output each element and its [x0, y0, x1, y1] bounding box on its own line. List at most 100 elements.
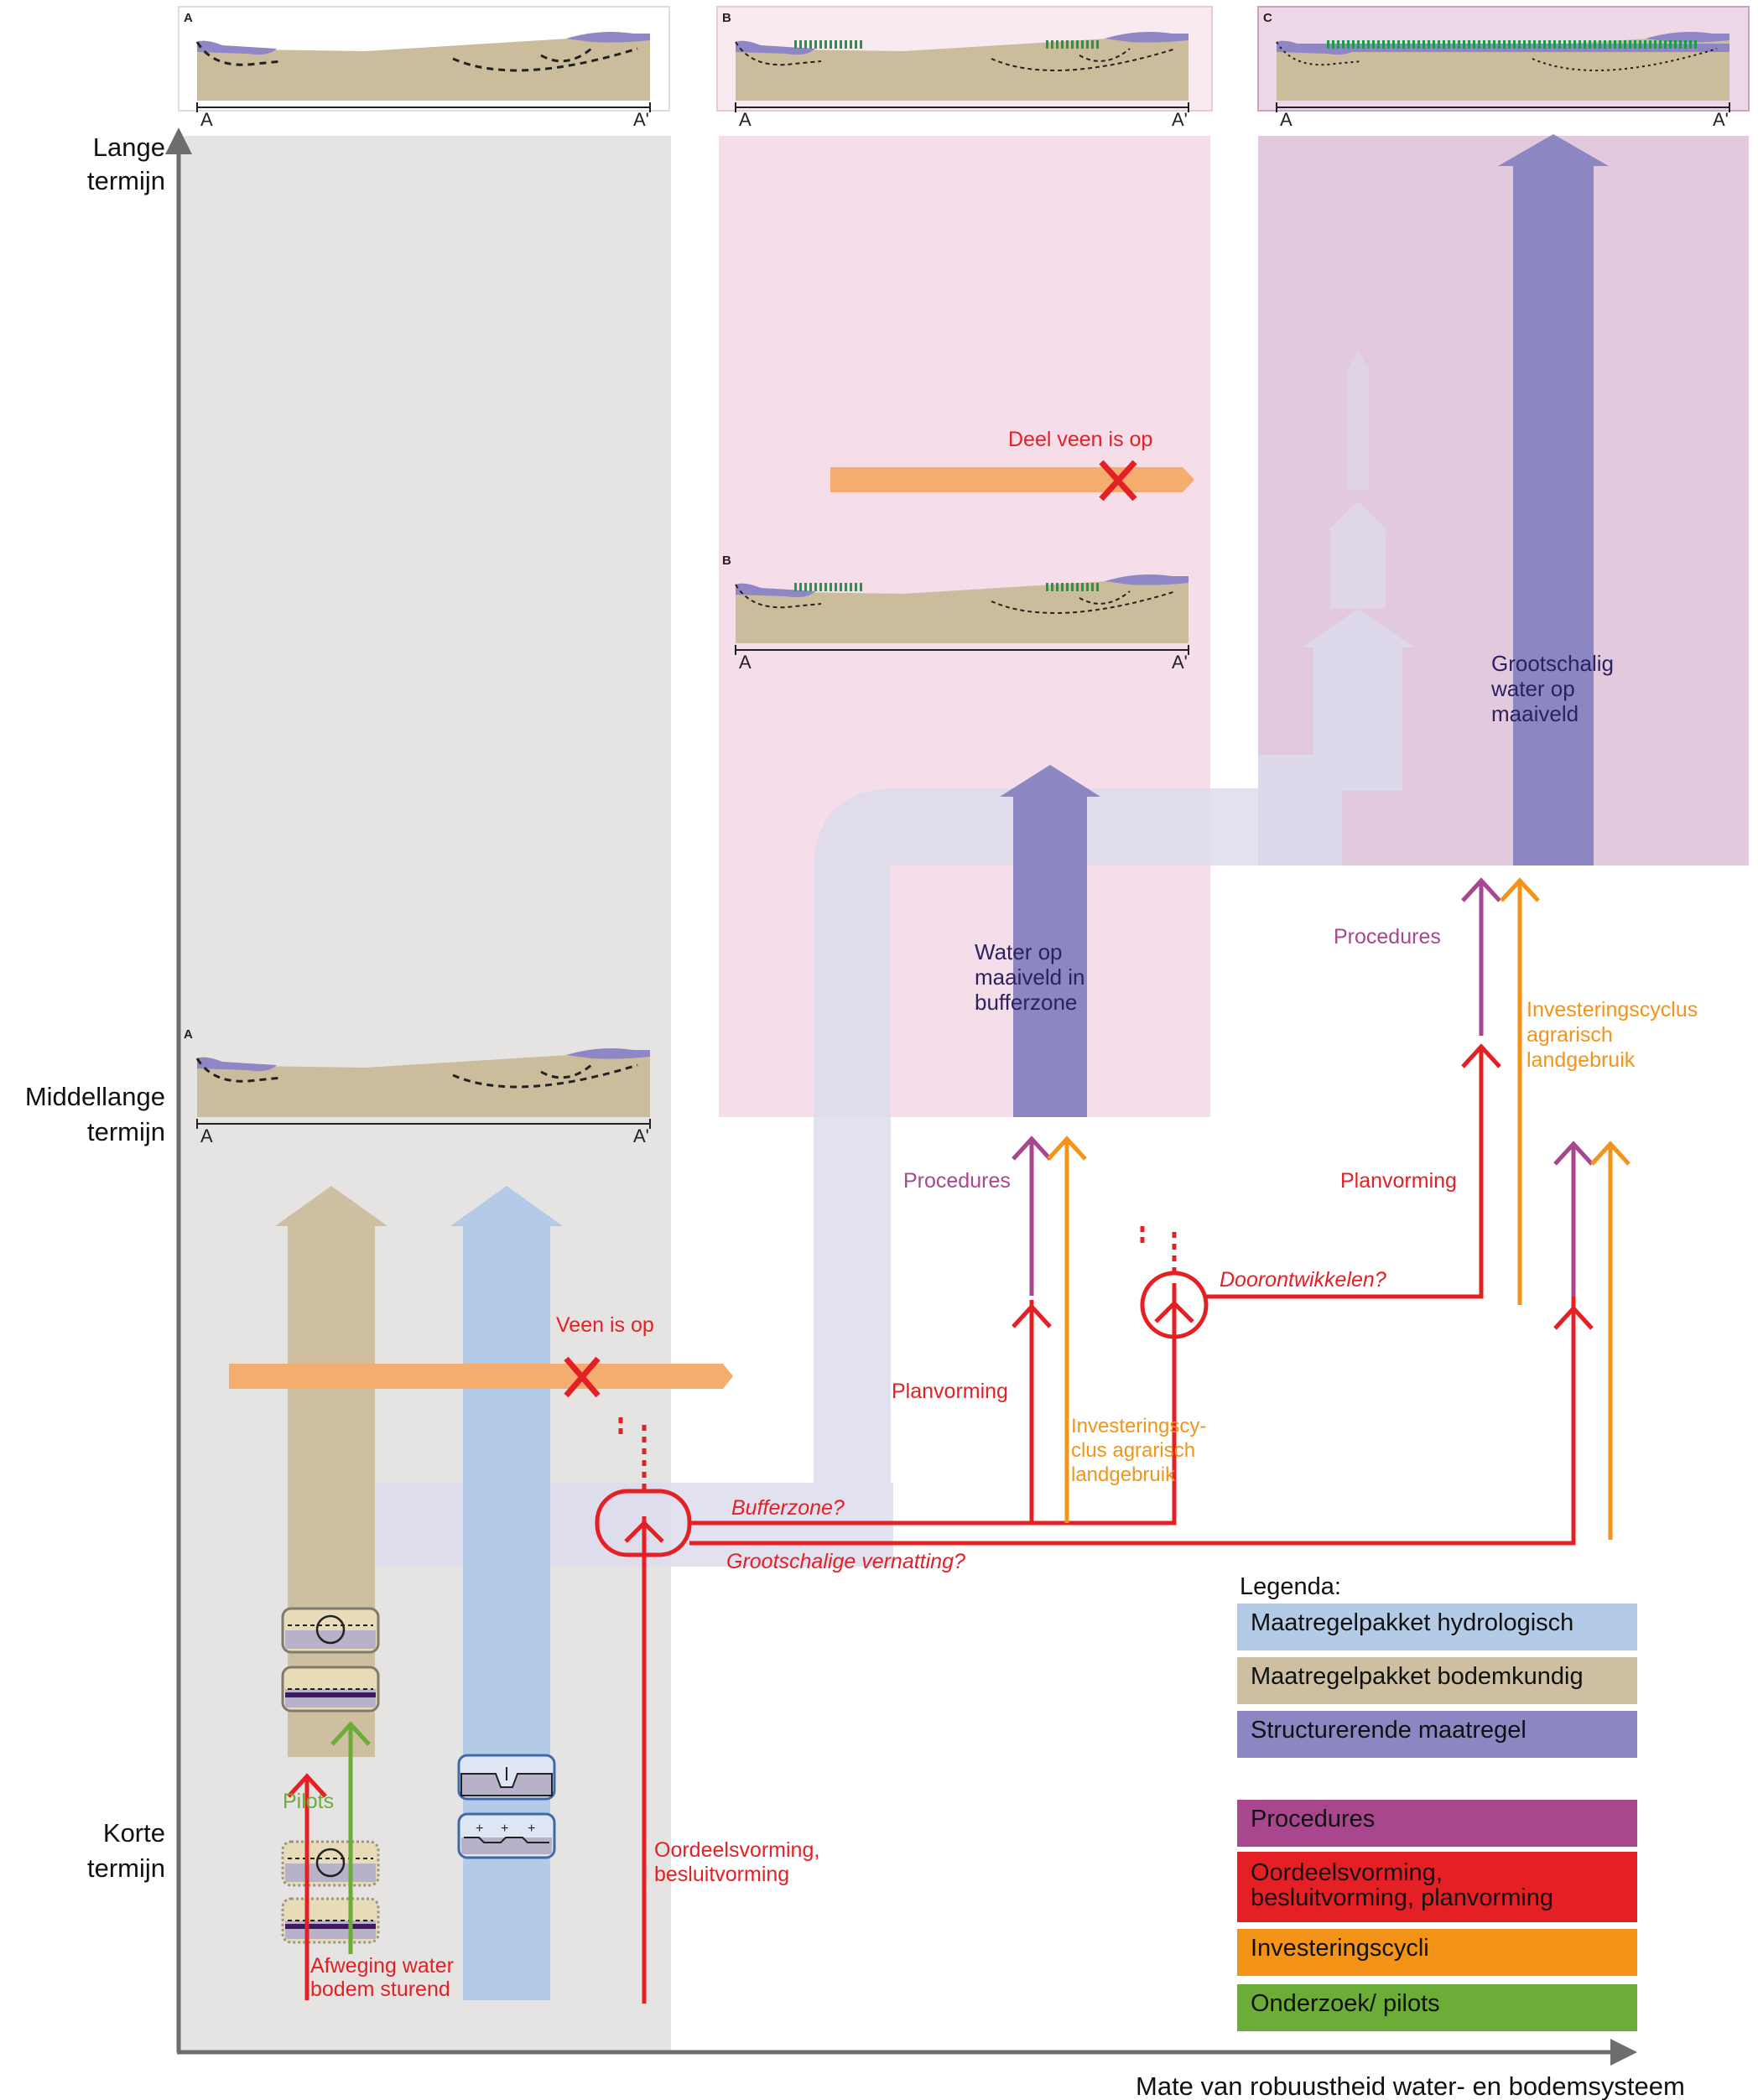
vegetation [1543, 40, 1546, 49]
vegetation [1352, 40, 1355, 49]
vegetation [1573, 40, 1576, 49]
vegetation [1392, 40, 1395, 49]
section-label-right: A' [1172, 109, 1188, 130]
legend-label: Structurerende maatregel [1251, 1717, 1527, 1744]
section-label-left: A [200, 1125, 213, 1146]
vegetation [1694, 40, 1697, 49]
vegetation [1412, 40, 1415, 49]
scenario-b-letter: B [722, 11, 731, 25]
vegetation [1629, 40, 1631, 49]
scenario-c-thumbnail: C A A' [1258, 7, 1749, 130]
pilot-icon-2 [283, 1899, 378, 1942]
vegetation [1453, 40, 1455, 49]
vegetation [824, 40, 827, 49]
vegetation [1669, 40, 1672, 49]
vegetation [1443, 40, 1445, 49]
vegetation [1347, 40, 1350, 49]
vegetation [814, 40, 817, 49]
svg-text:+: + [528, 1822, 535, 1836]
vegetation [1332, 40, 1334, 49]
veen-is-op-label: Veen is op [556, 1313, 654, 1337]
vegetation [1634, 40, 1636, 49]
vegetation [1538, 40, 1541, 49]
vegetation [819, 40, 822, 49]
vegetation [1468, 40, 1470, 49]
scenario-b-thumbnail: B AA' [717, 7, 1212, 130]
vegetation [1096, 40, 1099, 49]
vegetation [1513, 40, 1516, 49]
scenario-a-mid-letter: A [184, 1027, 193, 1042]
legend-item-onderzoek-pilots: Onderzoek/ pilots [1237, 1984, 1637, 2031]
vegetation [1066, 40, 1069, 49]
vegetation [1558, 40, 1561, 49]
vegetation [1423, 40, 1425, 49]
grootschalige-vernatting-question: Grootschalige vernatting? [726, 1550, 965, 1573]
hydro-measure-icon-ditch [459, 1755, 554, 1799]
vegetation [840, 583, 842, 591]
planvorming-label-c: Planvorming [1340, 1169, 1457, 1193]
legend-label: Procedures [1251, 1806, 1375, 1832]
vegetation [1584, 40, 1586, 49]
vegetation [1649, 40, 1651, 49]
vegetation [1076, 583, 1079, 591]
doorontwikkelen-question: Doorontwikkelen? [1220, 1268, 1386, 1292]
vegetation [1478, 40, 1480, 49]
vegetation [1362, 40, 1365, 49]
vegetation [1674, 40, 1677, 49]
vegetation [1061, 583, 1064, 591]
vegetation [1563, 40, 1566, 49]
vegetation [1377, 40, 1380, 49]
legend-item-structurerend: Structurerende maatregel [1237, 1711, 1637, 1758]
vegetation [1081, 40, 1084, 49]
vegetation [1664, 40, 1667, 49]
scenario-c-letter: C [1263, 11, 1272, 25]
vegetation [1433, 40, 1435, 49]
vegetation [1523, 40, 1526, 49]
vegetation [1599, 40, 1601, 49]
vegetation [1407, 40, 1410, 49]
vegetation [1382, 40, 1385, 49]
cross-section-c-top: A A' [1277, 32, 1729, 130]
legend-title: Legenda: [1240, 1573, 1341, 1601]
vegetation [1086, 583, 1089, 591]
planvorming-label-b: Planvorming [892, 1380, 1008, 1403]
bufferzone-question: Bufferzone? [731, 1496, 845, 1520]
vegetation [799, 583, 802, 591]
vegetation [1498, 40, 1501, 49]
vegetation [1503, 40, 1506, 49]
vegetation [1579, 40, 1581, 49]
vegetation [855, 40, 857, 49]
vegetation [850, 40, 852, 49]
vegetation [1639, 40, 1641, 49]
section-label-right: A' [1713, 109, 1729, 130]
vegetation [1604, 40, 1606, 49]
vegetation [1448, 40, 1450, 49]
deel-veen-is-op-label: Deel veen is op [1008, 428, 1152, 451]
vegetation [1438, 40, 1440, 49]
vegetation [1659, 40, 1662, 49]
procedures-arrow-c-upper [1463, 881, 1500, 1036]
vegetation [824, 583, 827, 591]
vegetation [1488, 40, 1490, 49]
vegetation [1327, 40, 1329, 49]
procedures-arrow-b [1013, 1139, 1050, 1296]
vegetation [1458, 40, 1460, 49]
vegetation [1589, 40, 1591, 49]
vegetation [819, 583, 822, 591]
soil-measure-icon-2 [283, 1667, 378, 1711]
section-label-left: A [1280, 109, 1292, 130]
vegetation [835, 40, 837, 49]
vegetation [845, 40, 847, 49]
legend-item-hydrologisch: Maatregelpakket hydrologisch [1237, 1604, 1637, 1650]
vegetation [1402, 40, 1405, 49]
vegetation [860, 40, 862, 49]
vegetation [1624, 40, 1626, 49]
vegetation [1397, 40, 1400, 49]
procedures-label-b: Procedures [903, 1169, 1011, 1193]
vegetation [1342, 40, 1345, 49]
vegetation [1614, 40, 1616, 49]
legend-label: Investeringscycli [1251, 1935, 1429, 1962]
vegetation [1619, 40, 1621, 49]
